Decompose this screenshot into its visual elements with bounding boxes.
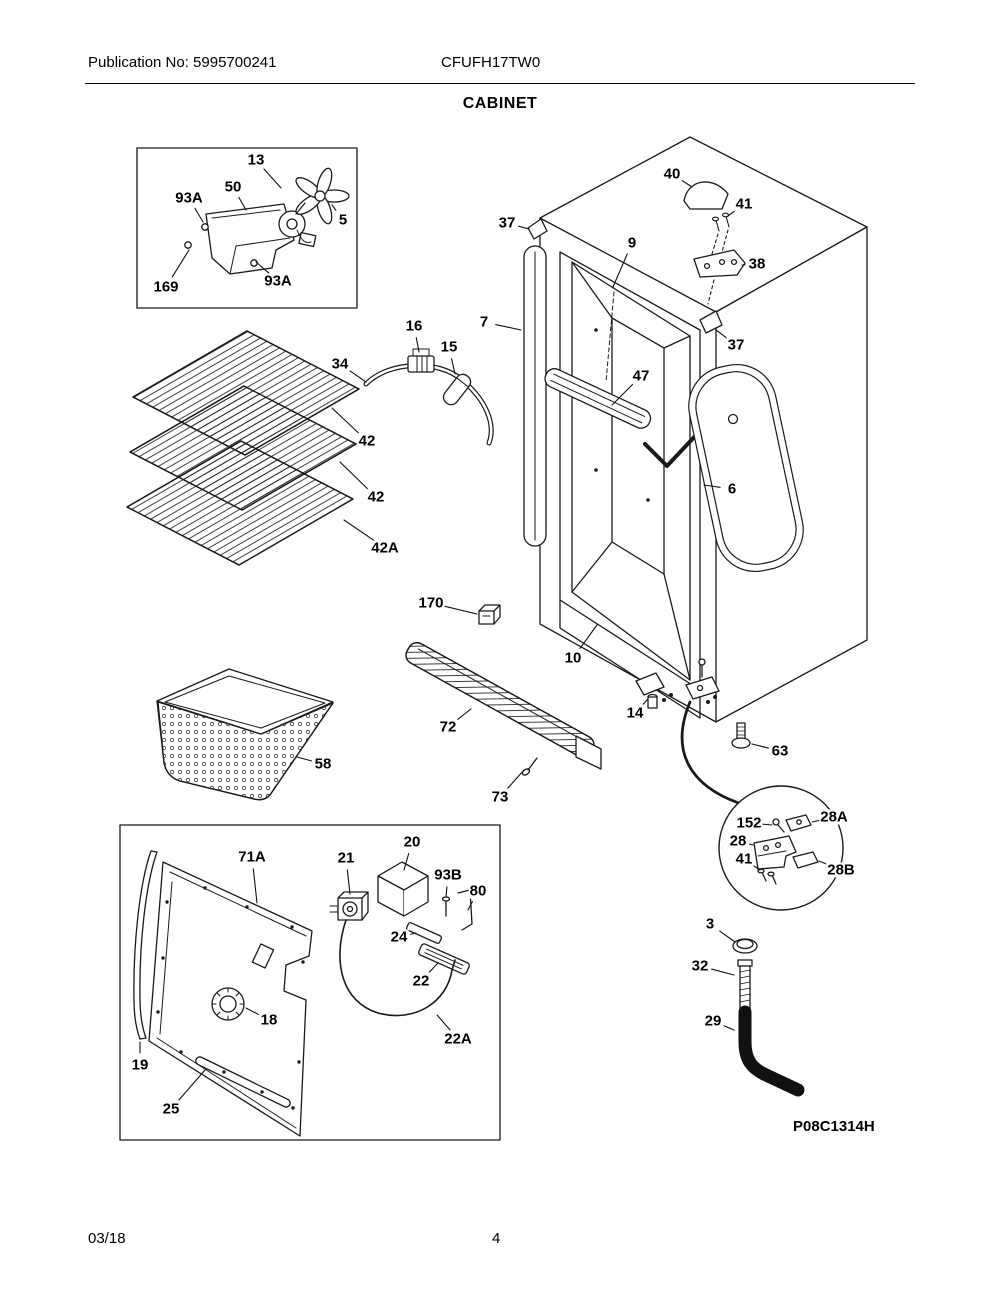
footer-page-number: 4: [492, 1230, 501, 1247]
leader-lines: [139, 168, 831, 1101]
fan-assembly-inset: [136, 147, 358, 309]
leg-assembly: [732, 938, 805, 1097]
model-number: CFUFH17TW0: [441, 54, 541, 71]
hinge-detail: [718, 785, 844, 911]
cabinet-body: [523, 136, 868, 808]
page-title: CABINET: [462, 95, 538, 112]
back-panel-inset: [119, 824, 501, 1141]
spacer-block: [478, 604, 501, 625]
thermostat-assembly: [363, 348, 494, 446]
toe-grille: [405, 642, 602, 776]
diagram-part-code: P08C1314H: [793, 1118, 875, 1135]
header-rule: [85, 83, 915, 84]
wire-shelves: [126, 330, 360, 566]
publication-number: Publication No: 5995700241: [88, 54, 277, 71]
footer-date: 03/18: [88, 1230, 126, 1247]
basket: [156, 668, 334, 801]
